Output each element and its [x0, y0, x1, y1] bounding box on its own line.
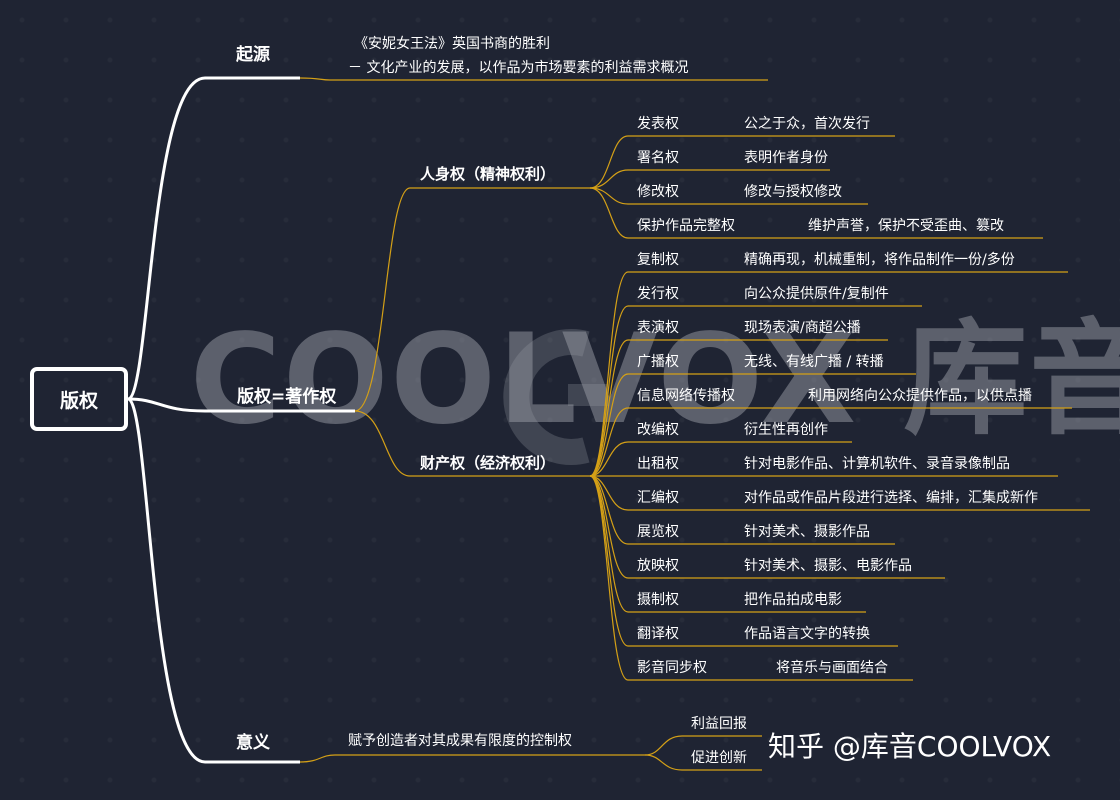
personal-rights-node: 人身权（精神权利）	[420, 165, 556, 183]
right-name: 修改权	[637, 184, 679, 200]
right-name: 表演权	[637, 320, 679, 336]
right-name: 保护作品完整权	[637, 218, 735, 234]
right-name: 影音同步权	[637, 660, 707, 676]
author-credit: 知乎 @库音COOLVOX	[768, 730, 1052, 763]
right-name: 复制权	[637, 252, 679, 268]
right-desc: 利用网络向公众提供作品，以供点播	[808, 388, 1032, 404]
right-desc: 精确再现，机械重制，将作品制作一份/多份	[744, 252, 1015, 268]
root-node: 版权	[30, 367, 128, 431]
right-desc: 针对电影作品、计算机软件、录音录像制品	[744, 456, 1010, 472]
right-desc: 修改与授权修改	[744, 184, 842, 200]
right-desc: 现场表演/商超公播	[744, 320, 861, 336]
right-name: 展览权	[637, 524, 679, 540]
right-name: 摄制权	[637, 592, 679, 608]
right-name: 放映权	[637, 558, 679, 574]
right-desc: 衍生性再创作	[744, 422, 828, 438]
meaning-item: 促进创新	[691, 750, 747, 766]
right-name: 出租权	[637, 456, 679, 472]
origin-line-1: 《安妮女王法》英国书商的胜利	[354, 36, 550, 52]
right-desc: 表明作者身份	[744, 150, 828, 166]
meaning-node: 意义	[236, 733, 270, 753]
right-desc: 公之于众，首次发行	[744, 116, 870, 132]
right-desc: 把作品拍成电影	[744, 592, 842, 608]
origin-node: 起源	[236, 45, 270, 65]
right-desc: 针对美术、摄影、电影作品	[744, 558, 912, 574]
meaning-desc: 赋予创造者对其成果有限度的控制权	[348, 733, 572, 749]
right-desc: 向公众提供原件/复制件	[744, 286, 889, 302]
right-name: 广播权	[637, 354, 679, 370]
right-desc: 维护声誉，保护不受歪曲、篡改	[808, 218, 1004, 234]
root-label: 版权	[59, 389, 98, 412]
right-desc: 对作品或作品片段进行选择、编排，汇集成新作	[744, 490, 1038, 506]
right-name: 改编权	[637, 422, 679, 438]
right-desc: 无线、有线广播 / 转播	[744, 354, 884, 370]
coolvox-logo-icon	[503, 329, 608, 465]
copyright-node: 版权=著作权	[237, 387, 337, 407]
right-name: 发表权	[637, 116, 679, 132]
right-desc: 针对美术、摄影作品	[744, 524, 870, 540]
watermark-text: COOLVOX 库音	[190, 308, 1120, 452]
meaning-item: 利益回报	[691, 716, 747, 732]
origin-line-2: － 文化产业的发展，以作品为市场要素的利益需求概况	[348, 60, 689, 76]
right-name: 信息网络传播权	[637, 388, 735, 404]
right-name: 翻译权	[637, 626, 679, 642]
right-name: 汇编权	[637, 490, 679, 506]
right-name: 署名权	[637, 150, 679, 166]
right-desc: 作品语言文字的转换	[744, 626, 870, 642]
property-rights-node: 财产权（经济权利）	[420, 454, 556, 472]
right-name: 发行权	[637, 286, 679, 302]
right-desc: 将音乐与画面结合	[776, 660, 888, 676]
